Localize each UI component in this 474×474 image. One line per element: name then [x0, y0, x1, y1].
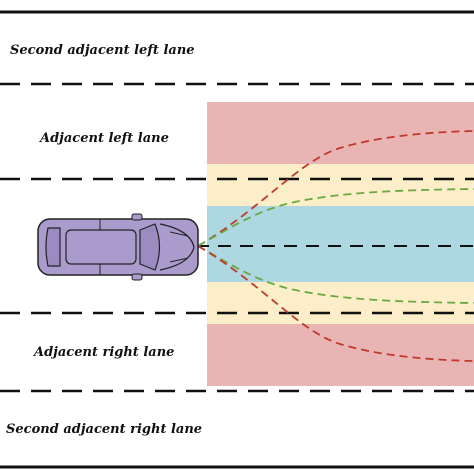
zone-inner [207, 206, 474, 282]
trajectory-inner-right [197, 245, 474, 304]
car-top-view-icon [37, 213, 199, 281]
trajectory-inner-left [197, 188, 474, 247]
trajectory-outer-right [197, 245, 474, 362]
label-second-adjacent-right-lane: Second adjacent right lane [6, 422, 202, 437]
label-adjacent-left-lane: Adjacent left lane [38, 131, 169, 146]
trajectory-outer-left [197, 130, 474, 247]
label-adjacent-right-lane: Adjacent right lane [32, 345, 174, 360]
label-second-adjacent-left-lane: Second adjacent left lane [10, 43, 195, 58]
